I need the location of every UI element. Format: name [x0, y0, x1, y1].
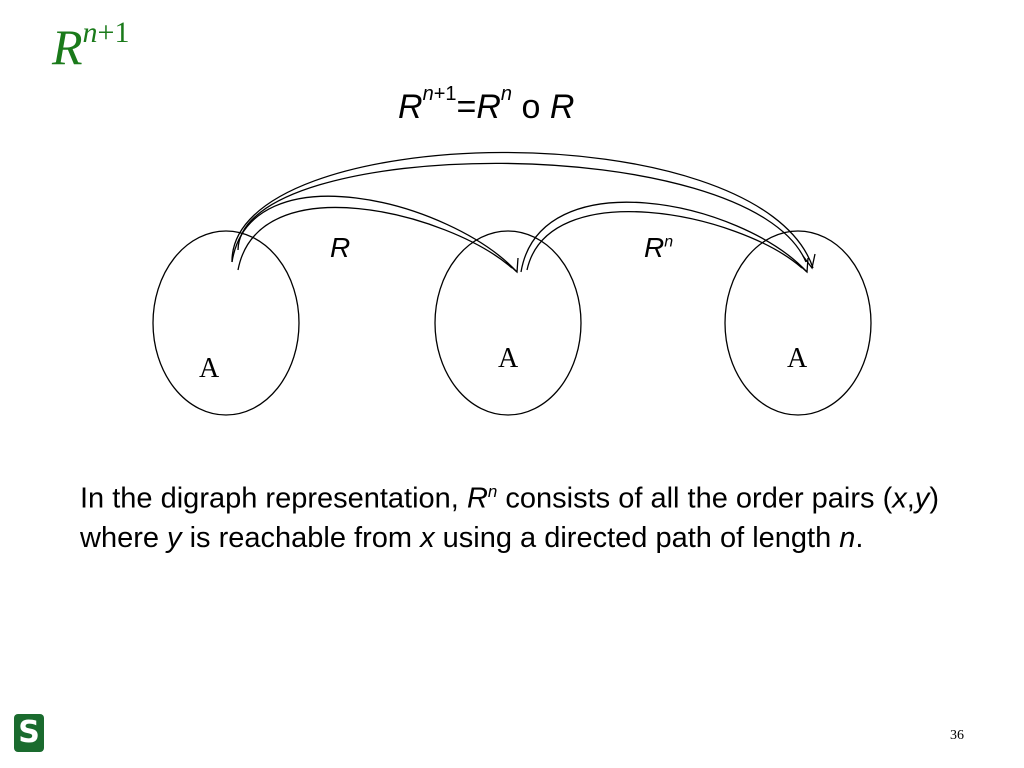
- title-base: R: [52, 19, 83, 75]
- arc-rn-outer: [520, 201, 808, 273]
- body-n: n: [839, 521, 856, 554]
- arrowhead-r: [505, 257, 519, 274]
- node-ellipse-1: [152, 230, 300, 416]
- body-y1: y: [914, 482, 930, 515]
- composition-formula: Rn+1=Rn o R: [398, 83, 575, 127]
- body-t2: consists of all the order pairs (: [497, 482, 893, 515]
- arc-rn-inner: [526, 210, 803, 271]
- formula-lhs-base: R: [398, 88, 423, 126]
- node-ellipse-3: [724, 230, 872, 416]
- edge-label-rn-base: R: [644, 232, 665, 263]
- node-ellipse-2: [434, 230, 582, 416]
- university-logo: S: [14, 714, 44, 752]
- page-number: 36: [950, 728, 964, 743]
- formula-lhs-sup-rest: +1: [433, 82, 457, 105]
- arc-r-outer: [231, 195, 518, 273]
- arc-r-inner: [237, 206, 513, 271]
- arc-rn1-outer: [231, 151, 814, 269]
- body-t6: .: [855, 521, 864, 554]
- body-paragraph: In the digraph representation, Rn consis…: [80, 472, 950, 558]
- arc-rn1-inner: [237, 162, 807, 263]
- node-label-3: A: [787, 343, 808, 374]
- edge-label-rn-sup: n: [664, 233, 674, 251]
- node-label-1: A: [199, 353, 220, 384]
- formula-rhs2: R: [549, 88, 575, 126]
- body-y2: y: [167, 521, 182, 554]
- body-x1: x: [892, 482, 907, 515]
- title-sup-rest: +1: [97, 16, 130, 50]
- body-x2: x: [420, 521, 435, 554]
- edge-label-r: R: [330, 232, 351, 263]
- body-t5: using a directed path of length: [434, 521, 840, 554]
- body-rn-base: R: [466, 482, 488, 515]
- formula-rhs1-base: R: [476, 88, 501, 126]
- body-t3: ) where: [80, 482, 939, 554]
- arrowhead-rn1: [802, 253, 816, 270]
- node-label-2: A: [498, 343, 519, 374]
- formula-rhs1-sup: n: [501, 83, 512, 105]
- formula-lhs-sup: n+1: [423, 83, 457, 105]
- edge-label-rn: Rn: [644, 232, 673, 264]
- body-comma: ,: [906, 482, 915, 515]
- formula-equals: =: [456, 88, 477, 126]
- formula-lhs-sup-var: n: [422, 82, 434, 105]
- body-t4: is reachable from: [181, 521, 421, 554]
- formula-compose-op: o: [512, 88, 550, 126]
- slide-title: Rn+1: [52, 18, 129, 75]
- body-rn-sup-var: n: [487, 482, 498, 501]
- body-t1: In the digraph representation,: [80, 482, 467, 515]
- body-rn-sup: n: [488, 482, 497, 501]
- title-superscript: n+1: [83, 16, 130, 49]
- title-sup-var: n: [82, 16, 98, 50]
- formula-rhs1-sup-var: n: [500, 82, 513, 105]
